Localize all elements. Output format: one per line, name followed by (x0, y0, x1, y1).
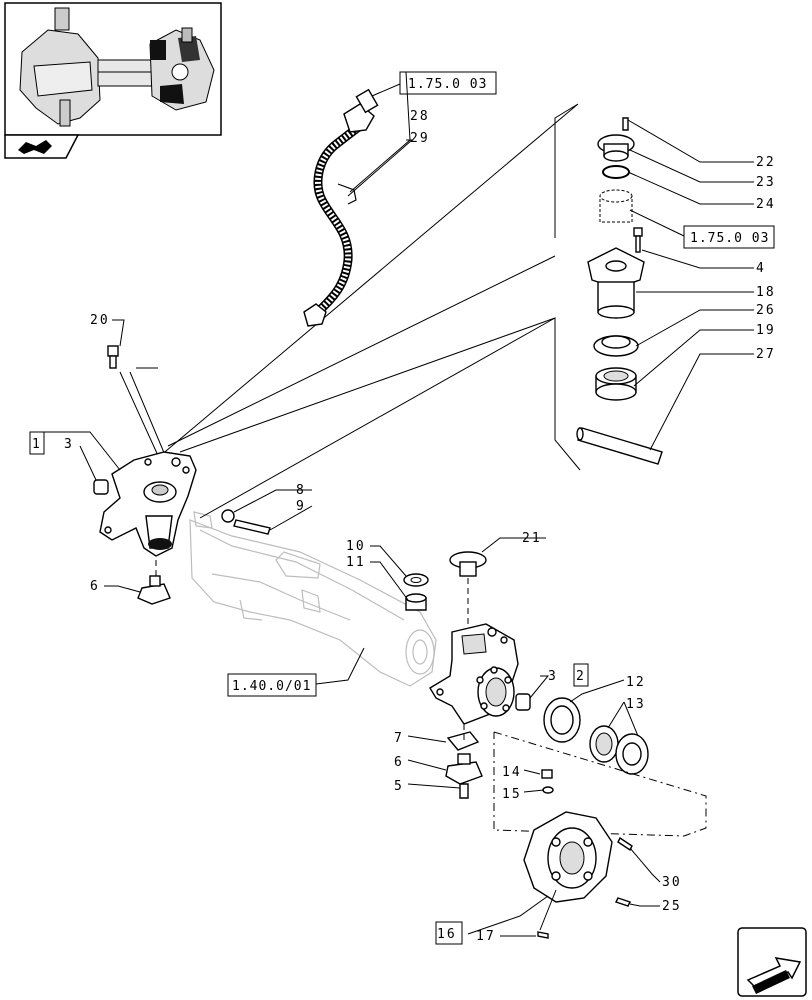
lower-cap-stack[interactable] (445, 731, 483, 799)
callout-11: 11 (346, 555, 366, 570)
callout-29: 29 (410, 131, 430, 146)
bushing-right-3[interactable] (515, 693, 531, 711)
callout-13: 13 (626, 697, 646, 712)
seal-12[interactable] (543, 697, 581, 743)
left-steering-knuckle[interactable] (93, 345, 197, 605)
callout-6-right: 6 (394, 755, 404, 770)
callout-14: 14 (502, 765, 522, 780)
ref-text-pipe: 1.75.0 03 (408, 77, 487, 92)
right-steering-knuckle[interactable] (429, 623, 519, 725)
leaders-top-right (627, 119, 754, 451)
ref-box-axle[interactable]: 1.40.0/01 (227, 673, 317, 697)
guide-lines (119, 103, 581, 519)
callout-9: 9 (296, 499, 306, 514)
callout-27: 27 (756, 347, 776, 362)
pin-8-9[interactable] (221, 509, 271, 535)
ref-box-cap[interactable]: 1.75.0 03 (683, 225, 775, 249)
callout-12: 12 (626, 675, 646, 690)
callout-17: 17 (476, 929, 496, 944)
ref-text-cap: 1.75.0 03 (690, 231, 769, 246)
callout-3-right: 3 (548, 669, 558, 684)
book-navigation-icon[interactable] (4, 134, 80, 159)
bush-10-11[interactable] (403, 573, 429, 611)
callout-2: 2 (576, 669, 586, 684)
callout-box-2[interactable]: 2 (573, 663, 589, 687)
callout-16: 16 (437, 927, 457, 942)
callout-7: 7 (394, 731, 404, 746)
callout-6-left: 6 (90, 579, 100, 594)
axle-assembly-thumbnail-icon (19, 7, 215, 127)
dowel-30[interactable] (617, 836, 633, 852)
callout-21: 21 (522, 531, 542, 546)
callout-10: 10 (346, 539, 366, 554)
callout-4: 4 (756, 261, 766, 276)
callout-5: 5 (394, 779, 404, 794)
pin-17[interactable] (537, 931, 549, 939)
callout-19: 19 (756, 323, 776, 338)
callout-25: 25 (662, 899, 682, 914)
callout-3-left: 3 (64, 437, 74, 452)
cap-stack[interactable] (576, 117, 663, 465)
callout-28: 28 (410, 109, 430, 124)
axle-thumbnail-panel[interactable] (4, 2, 222, 136)
ref-box-pipe[interactable]: 1.75.0 03 (399, 71, 497, 95)
leader-pipe-ref (371, 83, 401, 97)
next-page-arrow-icon[interactable] (737, 927, 807, 997)
hydraulic-pipe[interactable] (303, 88, 379, 327)
callout-15: 15 (502, 787, 522, 802)
axle-housing-ghost (189, 511, 437, 687)
callout-labels: 3 3 4 5 6 6 7 8 9 10 11 12 13 14 15 17 1… (64, 109, 776, 944)
callout-box-1[interactable]: 1 (29, 431, 45, 455)
callout-22: 22 (756, 155, 776, 170)
reduction-hub-16[interactable] (523, 811, 613, 903)
callout-box-16[interactable]: 16 (435, 921, 463, 945)
callout-30: 30 (662, 875, 682, 890)
leaders-lower (44, 71, 661, 937)
callout-23: 23 (756, 175, 776, 190)
callout-8: 8 (296, 483, 306, 498)
top-cap-21[interactable] (449, 551, 487, 577)
bearing-13[interactable] (589, 725, 649, 775)
callout-24: 24 (756, 197, 776, 212)
ref-text-axle: 1.40.0/01 (232, 679, 311, 694)
callout-18: 18 (756, 285, 776, 300)
callout-20: 20 (90, 313, 110, 328)
pin-25[interactable] (615, 897, 631, 907)
callout-26: 26 (756, 303, 776, 318)
hub-enclosure (493, 731, 707, 837)
callout-1: 1 (32, 437, 42, 452)
